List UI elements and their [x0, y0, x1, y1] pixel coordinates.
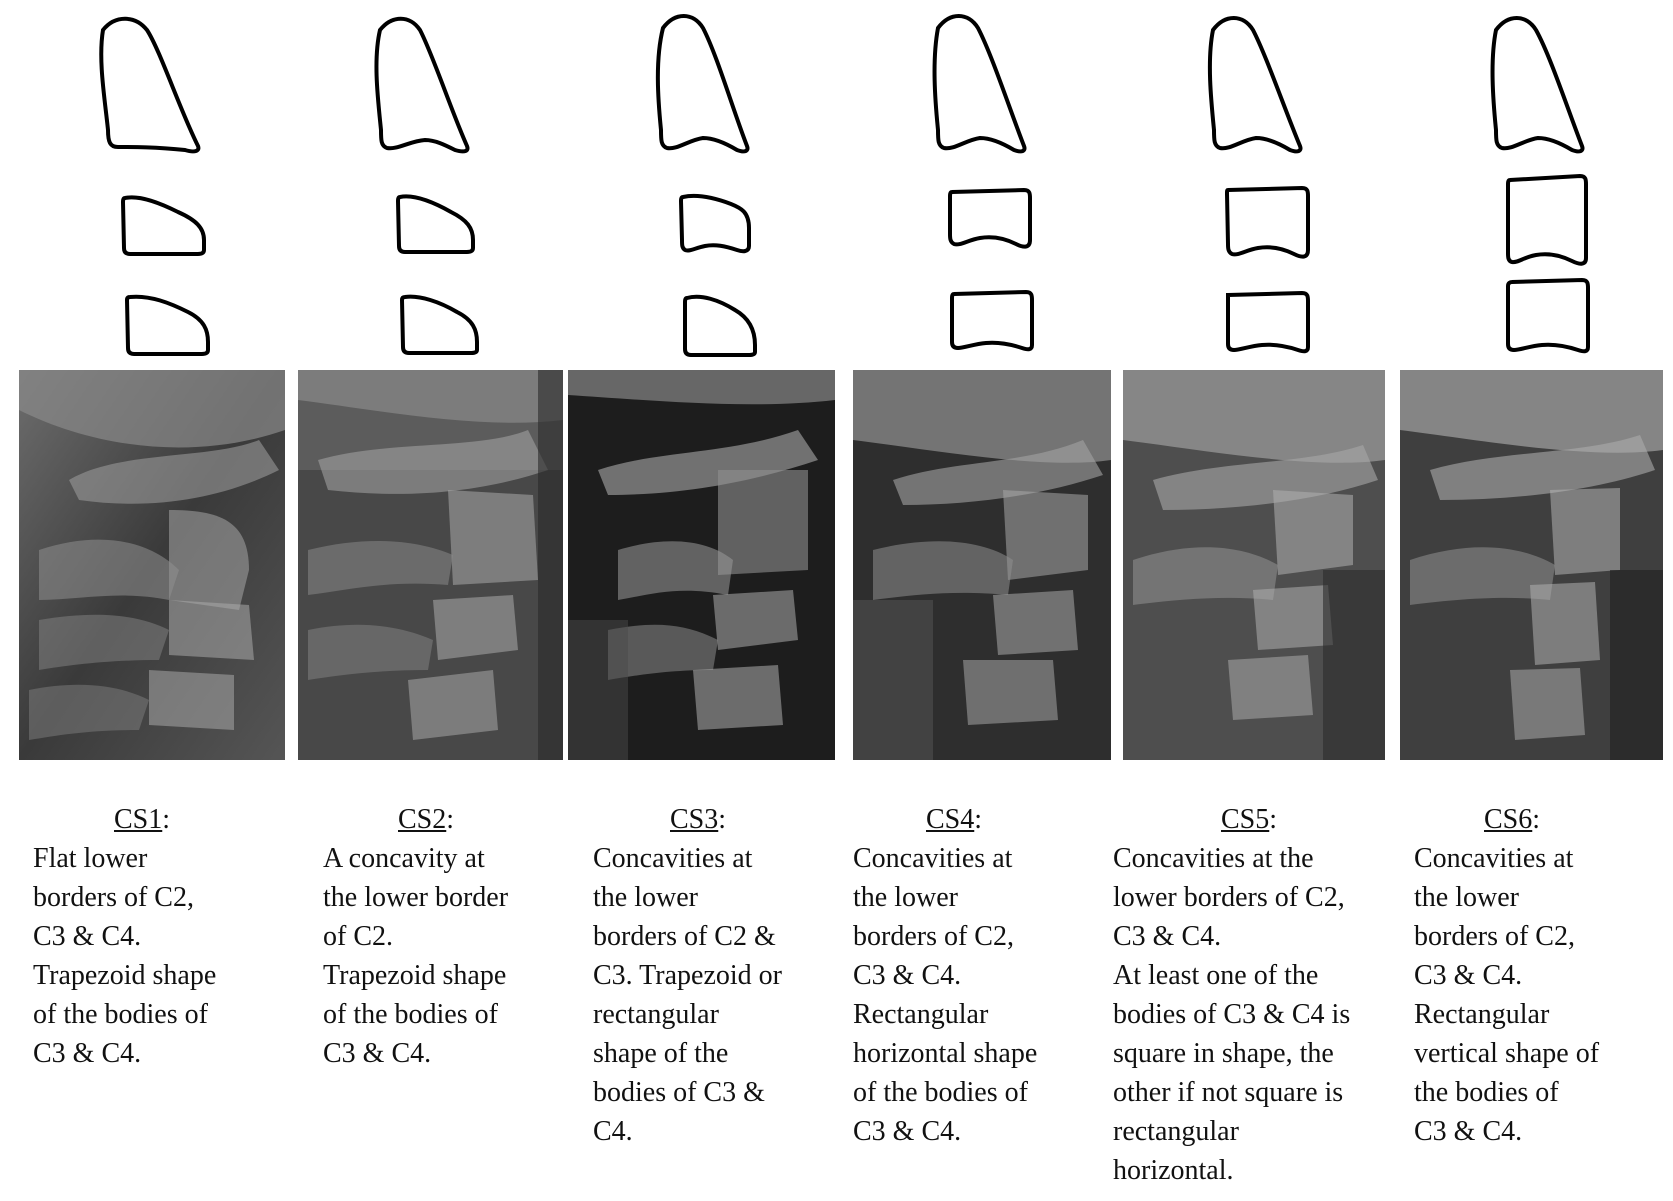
vertebra-outline-cs4 [840, 0, 1110, 370]
vertebra-outline-cs1 [0, 0, 285, 370]
c4-outline [399, 294, 479, 355]
stage-description: Flat lower borders of C2, C3 & C4. Trape… [33, 843, 217, 1069]
stage-label: CS3 [670, 804, 719, 835]
colon: : [1269, 804, 1278, 835]
stage-label: CS5 [1221, 804, 1270, 835]
vertebra-diagram-cs3 [655, 14, 757, 357]
c3-outline [1506, 173, 1588, 266]
vertebra-diagram-cs6 [1490, 16, 1590, 354]
c2-outline [374, 16, 470, 154]
vertebra-diagram-cs5 [1207, 16, 1310, 354]
stage-description: A concavity at the lower border of C2. T… [323, 843, 509, 1069]
stage-label: CS6 [1484, 804, 1533, 835]
stage-cs2: CS2: A concavity at the lower border of … [285, 0, 565, 1201]
stage-cs6: CS6: Concavities at the lower borders of… [1400, 0, 1673, 1201]
caption-cs2: CS2: A concavity at the lower border of … [323, 800, 563, 1073]
colon: : [718, 804, 727, 835]
c3-outline [395, 194, 475, 254]
c3-outline [120, 195, 206, 256]
colon: : [974, 804, 983, 835]
radiograph-cs2 [298, 370, 563, 760]
c4-outline [950, 289, 1034, 352]
colon: : [162, 804, 171, 835]
stage-cs5: CS5: Concavities at the lower borders of… [1110, 0, 1400, 1201]
vertebra-diagram-cs2 [374, 16, 479, 355]
c3-outline [678, 193, 751, 254]
stage-description: Concavities at the lower borders of C2 &… [593, 843, 782, 1147]
vertebra-diagram-cs4 [932, 14, 1034, 352]
colon: : [1532, 804, 1541, 835]
vertebra-outline-cs5 [1110, 0, 1400, 370]
stage-description: Concavities at the lower borders of C2, … [1113, 843, 1351, 1186]
radiograph-cs6 [1400, 370, 1663, 760]
stage-cs1: CS1: Flat lower borders of C2, C3 & C4. … [0, 0, 285, 1201]
stage-description: Concavities at the lower borders of C2, … [1414, 843, 1600, 1147]
c4-outline [124, 294, 210, 356]
c3-outline [948, 187, 1032, 249]
c2-outline [1207, 16, 1303, 154]
vertebra-diagram-cs1 [99, 16, 210, 356]
c2-outline [932, 14, 1027, 154]
radiograph-cs1 [19, 370, 285, 760]
stage-cs4: CS4: Concavities at the lower borders of… [840, 0, 1111, 1201]
stage-description: Concavities at the lower borders of C2, … [853, 843, 1038, 1147]
caption-cs5: CS5: Concavities at the lower borders of… [1113, 800, 1398, 1190]
vertebra-outline-cs6 [1400, 0, 1673, 370]
caption-cs6: CS6: Concavities at the lower borders of… [1414, 800, 1669, 1151]
vertebra-outline-cs2 [285, 0, 565, 370]
caption-cs1: CS1: Flat lower borders of C2, C3 & C4. … [33, 800, 283, 1073]
radiograph-cs5 [1123, 370, 1385, 760]
colon: : [446, 804, 455, 835]
radiograph-cs3 [568, 370, 835, 760]
radiograph-cs4 [853, 370, 1111, 760]
stage-label: CS2 [398, 804, 447, 835]
caption-cs3: CS3: Concavities at the lower borders of… [593, 800, 838, 1151]
stage-label: CS4 [926, 804, 975, 835]
c4-outline [683, 294, 757, 357]
stage-label: CS1 [114, 804, 163, 835]
c4-outline [1226, 290, 1310, 354]
c2-outline [1490, 16, 1585, 154]
c2-outline [655, 14, 750, 154]
caption-cs4: CS4: Concavities at the lower borders of… [853, 800, 1103, 1151]
stage-cs3: CS3: Concavities at the lower borders of… [565, 0, 840, 1201]
vertebra-outline-cs3 [565, 0, 840, 370]
c3-outline [1224, 185, 1310, 259]
c4-outline [1506, 277, 1590, 354]
c2-outline [99, 16, 201, 154]
